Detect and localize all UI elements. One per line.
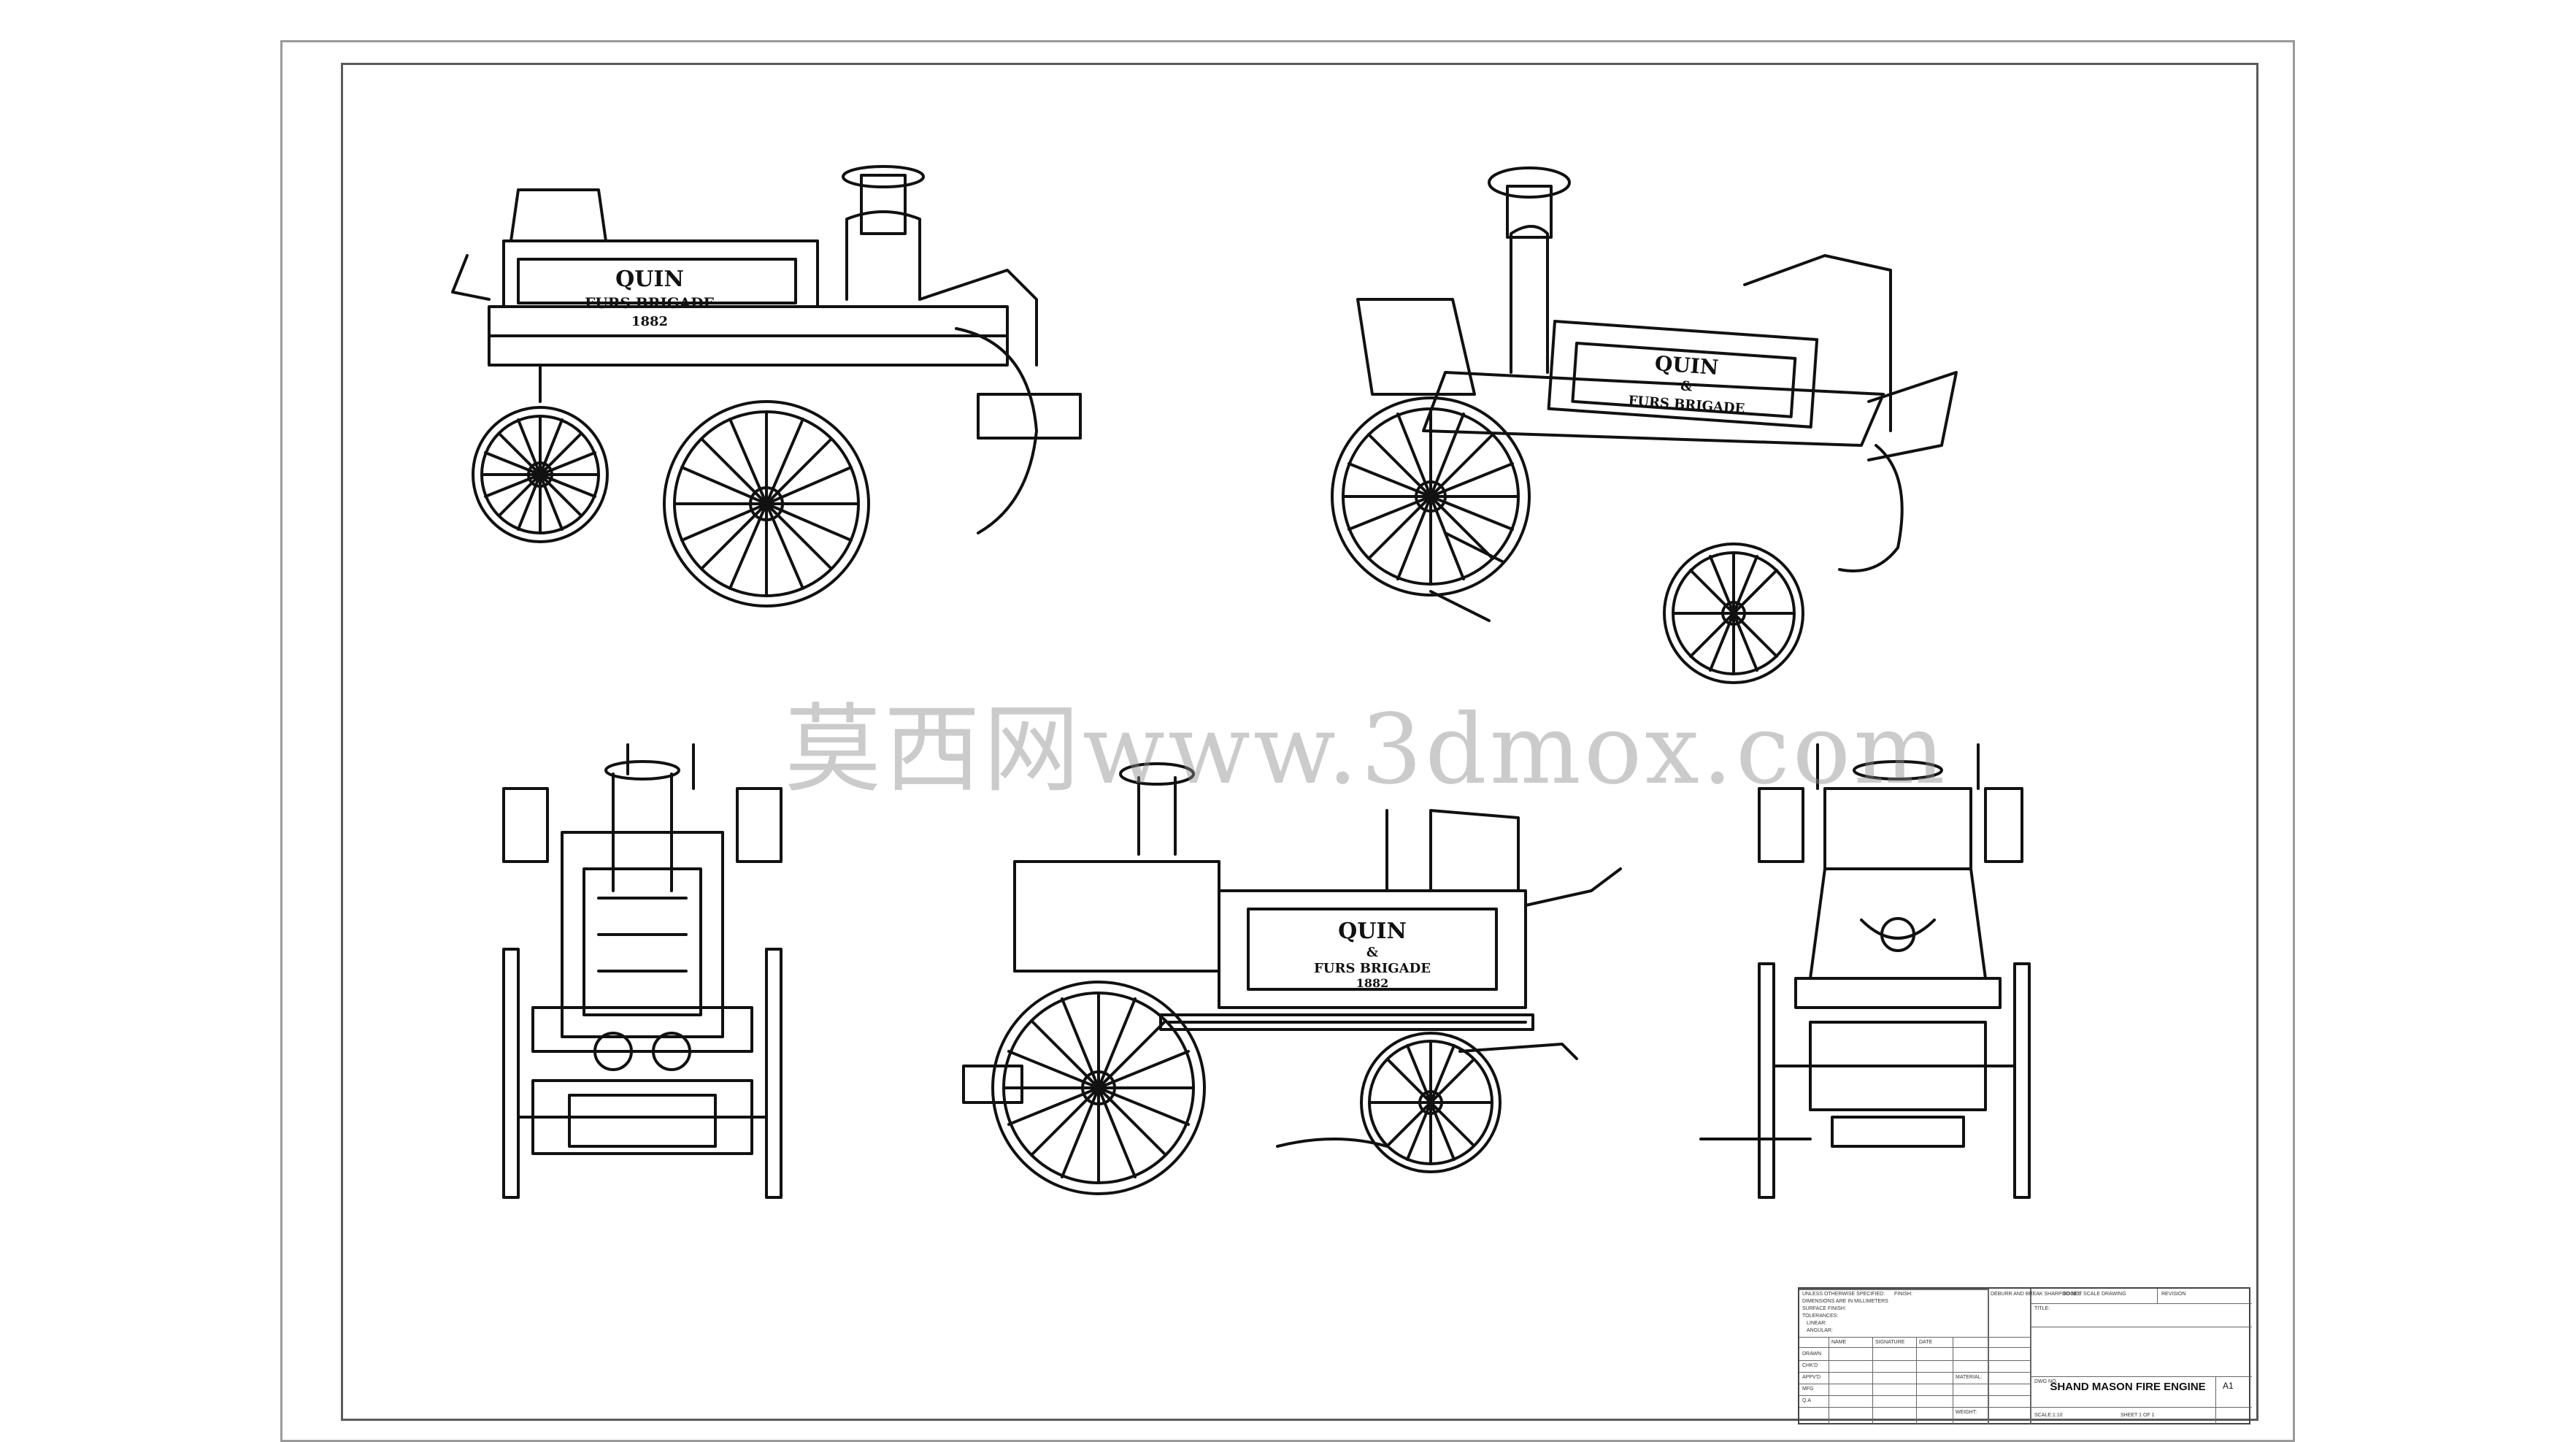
wheel	[1838, 444, 1904, 572]
tb-scale-label: SCALE:1:10	[2034, 1413, 2063, 1418]
isometric-view-right: QUIN & FURS BRIGADE	[1314, 153, 2015, 694]
front-view	[482, 743, 803, 1212]
watermark-text: 莫西网www.3dmox.com	[785, 694, 1948, 806]
panel-year-text: 1882	[631, 314, 668, 329]
tb-deburr-label: DEBURR AND BREAK SHARP EDGES	[1991, 1292, 2081, 1297]
panel-name-text: QUIN	[1654, 351, 1720, 380]
panel-ampersand-text: &	[1680, 378, 1693, 394]
tb-date-label: DATE	[1919, 1340, 1933, 1345]
wheel	[991, 981, 1206, 1195]
tb-angular-label: ANGULAR:	[1807, 1328, 1833, 1333]
panel-brigade-text: FURS BRIGADE	[585, 294, 715, 312]
panel-name-text: QUIN	[1338, 918, 1407, 944]
side-view: QUIN & FURS BRIGADE 1882	[934, 737, 1622, 1205]
tb-do-not-scale-label: DO NOT SCALE DRAWING	[2062, 1292, 2126, 1297]
wheel	[1331, 396, 1531, 597]
wheel	[663, 400, 870, 607]
tb-signature-label: SIGNATURE	[1875, 1340, 1905, 1345]
tb-tolerances-label: TOLERANCES:	[1802, 1313, 1839, 1319]
panel-brigade-text: FURS BRIGADE	[1314, 961, 1431, 976]
panel-name-text: QUIN	[615, 266, 684, 292]
rear-view	[1699, 743, 2037, 1212]
tb-qa-label: Q.A	[1802, 1398, 1812, 1403]
tb-dwg-no-label: DWG NO.	[2034, 1379, 2058, 1384]
tb-chkd-label: CHK'D	[1802, 1363, 1818, 1368]
tb-revision-label: REVISION	[2161, 1292, 2186, 1297]
tb-name-label: NAME	[1831, 1340, 1847, 1345]
tb-surface-label: SURFACE FINISH:	[1802, 1306, 1846, 1311]
tb-sheet-label: SHEET 1 OF 1	[2121, 1413, 2155, 1418]
sheet-size: A1	[2223, 1381, 2234, 1391]
drawing-frame	[341, 63, 2258, 1421]
wheel	[1663, 542, 1804, 684]
isometric-view-left: QUIN FURS BRIGADE 1882	[409, 124, 1110, 650]
tb-title-label: TITLE:	[2034, 1306, 2050, 1311]
tb-weight-label: WEIGHT:	[1956, 1410, 1977, 1415]
tb-dims-label: DIMENSIONS ARE IN MILLIMETERS	[1802, 1299, 1888, 1304]
tb-finish-label: FINISH:	[1894, 1292, 1912, 1297]
tb-mfg-label: MFG	[1802, 1387, 1814, 1392]
drawing-title: SHAND MASON FIRE ENGINE	[2050, 1381, 2206, 1393]
title-block: UNLESS OTHERWISE SPECIFIED: DIMENSIONS A…	[1798, 1287, 2252, 1424]
panel-ampersand-text: &	[1366, 945, 1378, 960]
tb-linear-label: LINEAR:	[1807, 1321, 1827, 1326]
panel-brigade-text: FURS BRIGADE	[1628, 393, 1745, 416]
wheel	[955, 327, 1038, 534]
wheel	[472, 406, 609, 543]
tb-unless-label: UNLESS OTHERWISE SPECIFIED:	[1802, 1292, 1885, 1297]
tb-drawn-label: DRAWN	[1802, 1351, 1822, 1357]
tb-material-label: MATERIAL:	[1956, 1375, 1983, 1380]
tb-appvd-label: APPV'D	[1802, 1375, 1821, 1380]
wheel	[1360, 1032, 1502, 1173]
panel-year-text: 1882	[1356, 976, 1389, 990]
